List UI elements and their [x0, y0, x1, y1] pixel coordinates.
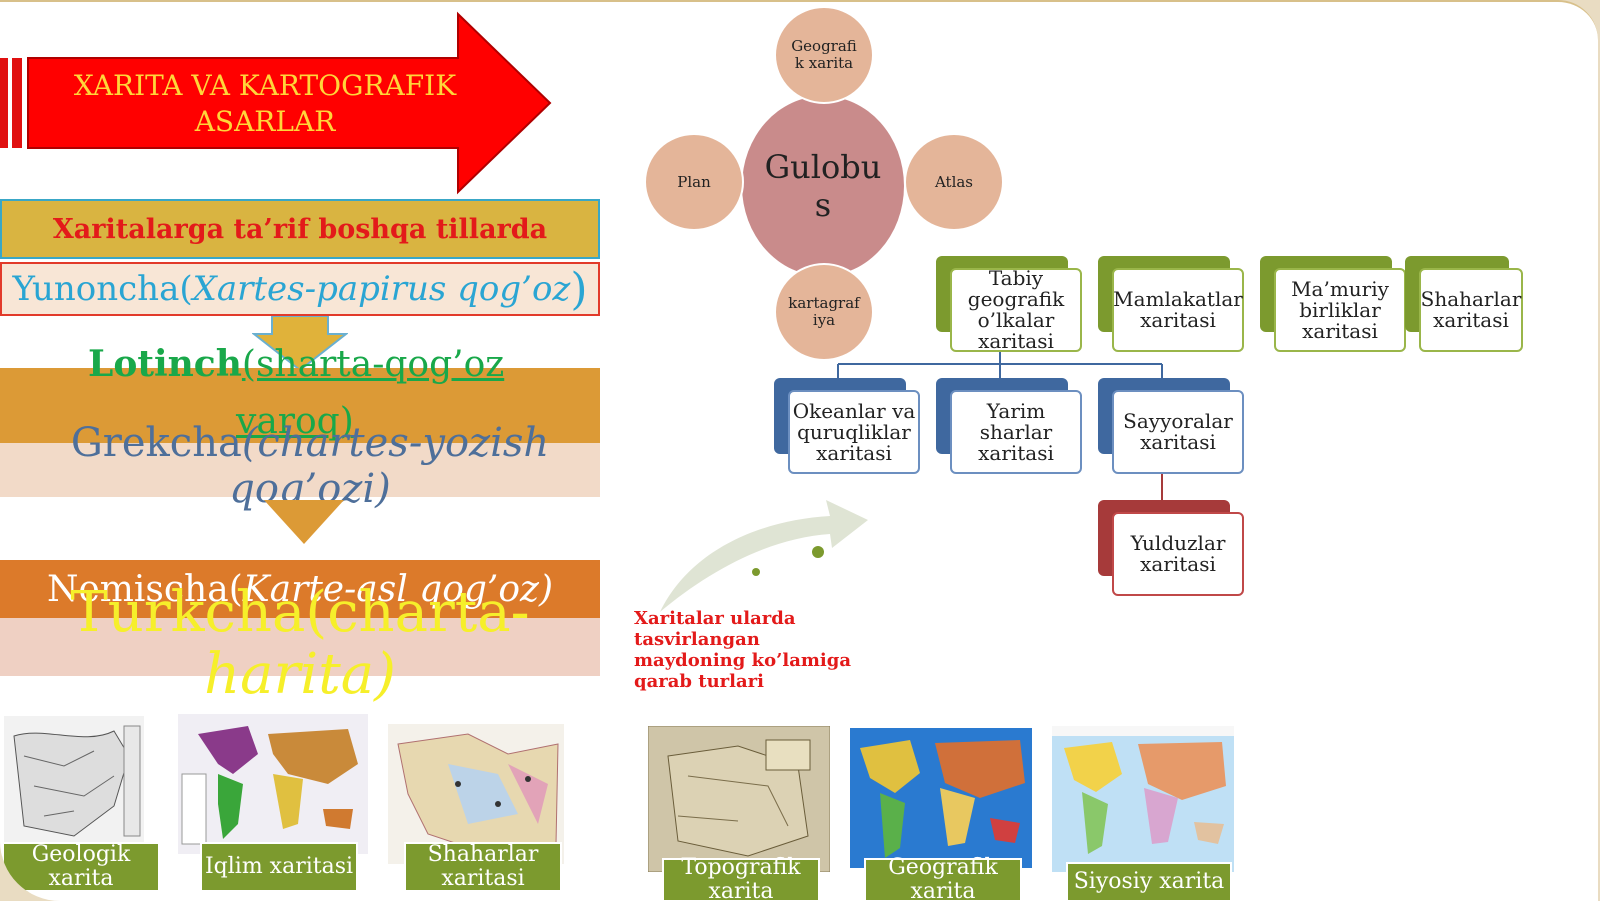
turkcha-band	[0, 618, 600, 676]
yunoncha-row: Yunoncha(Xartes-papirus qog’oz)	[0, 262, 600, 316]
turkcha-text: Turkcha(charta- harita)	[0, 582, 600, 706]
turkcha-line1: Turkcha(charta-	[70, 580, 530, 645]
box-tabiy: Tabiy geografik o’lkalar xaritasi	[936, 256, 1082, 352]
yunoncha-meaning: Xartes-papirus qog’oz	[192, 269, 571, 309]
curved-arrow	[660, 500, 868, 612]
turkcha-line2: harita)	[204, 642, 396, 707]
box-yulduzlar: Yulduzlar xaritasi	[1098, 500, 1244, 596]
topografik-map-image	[648, 726, 830, 872]
nemischa-text: Nemischa(Karte-asl qog’oz)	[0, 560, 600, 618]
grekcha-meaning: (chartes-yozish	[241, 420, 550, 466]
lotincha-name: Lotinch	[88, 343, 242, 385]
title-arrow	[0, 11, 552, 195]
nemischa-meaning: Karte-asl qog’oz)	[242, 568, 554, 610]
types-note: Xaritalar ularda tasvirlangan maydoning …	[634, 608, 852, 692]
cycle-center: Gulobus	[742, 96, 904, 276]
caption-topografik: Topografik xarita	[662, 856, 820, 901]
lotincha-text: Lotinch(sharta-qog’oz varoq)	[88, 336, 568, 450]
lotincha-band	[0, 368, 600, 443]
iqlim-map-image	[178, 714, 368, 854]
cycle-bottom: kartagrafiya	[774, 263, 874, 361]
caption-geologik: Geologik xarita	[2, 842, 160, 892]
siyosiy-map-image	[1052, 726, 1234, 872]
box-sayyoralar: Sayyoralar xaritasi	[1098, 378, 1244, 474]
caption-geografik: Geografik xarita	[864, 856, 1022, 901]
box-shaharlar: Shaharlar xaritasi	[1405, 256, 1523, 352]
geografik-map-image	[850, 728, 1032, 868]
cycle-right: Atlas	[904, 133, 1004, 231]
lotincha-meaning2: varoq)	[236, 401, 354, 442]
caption-siyosiy: Siyosiy xarita	[1066, 862, 1232, 901]
box-okeanlar: Okeanlar va quruqliklar xaritasi	[774, 378, 920, 474]
nemischa-name: Nemischa(	[46, 568, 243, 610]
box-yarim-sharlar: Yarim sharlar xaritasi	[936, 378, 1082, 474]
definitions-header: Xaritalarga ta’rif boshqa tillarda	[0, 199, 600, 259]
lotincha-meaning: (sharta-qog’oz	[241, 344, 505, 385]
down-arrow-1	[252, 316, 348, 372]
box-mamuriy: Ma’muriy birliklar xaritasi	[1260, 256, 1406, 352]
cycle-top: Geografik xarita	[774, 6, 874, 104]
down-arrow-2	[264, 500, 344, 544]
yunoncha-name: Yunoncha(	[12, 269, 193, 309]
cycle-left: Plan	[644, 133, 744, 231]
title-line2: ASARLAR	[194, 105, 336, 138]
grekcha-name: Grekcha	[70, 420, 242, 466]
caption-iqlim: Iqlim xaritasi	[200, 842, 358, 892]
grekcha-band	[0, 443, 600, 497]
title-line1: XARITA VA KARTOGRAFIK	[73, 69, 457, 102]
box-mamlakatlar: Mamlakatlar xaritasi	[1098, 256, 1244, 352]
yunoncha-close: )	[570, 263, 588, 315]
title: XARITA VA KARTOGRAFIK ASARLAR	[30, 66, 500, 142]
geologik-map-image	[4, 716, 144, 846]
caption-shaharlar: Shaharlar xaritasi	[404, 842, 562, 892]
grekcha-text: Grekcha(chartes-yozish qog’ozi)	[40, 420, 580, 512]
nemischa-band	[0, 560, 600, 618]
